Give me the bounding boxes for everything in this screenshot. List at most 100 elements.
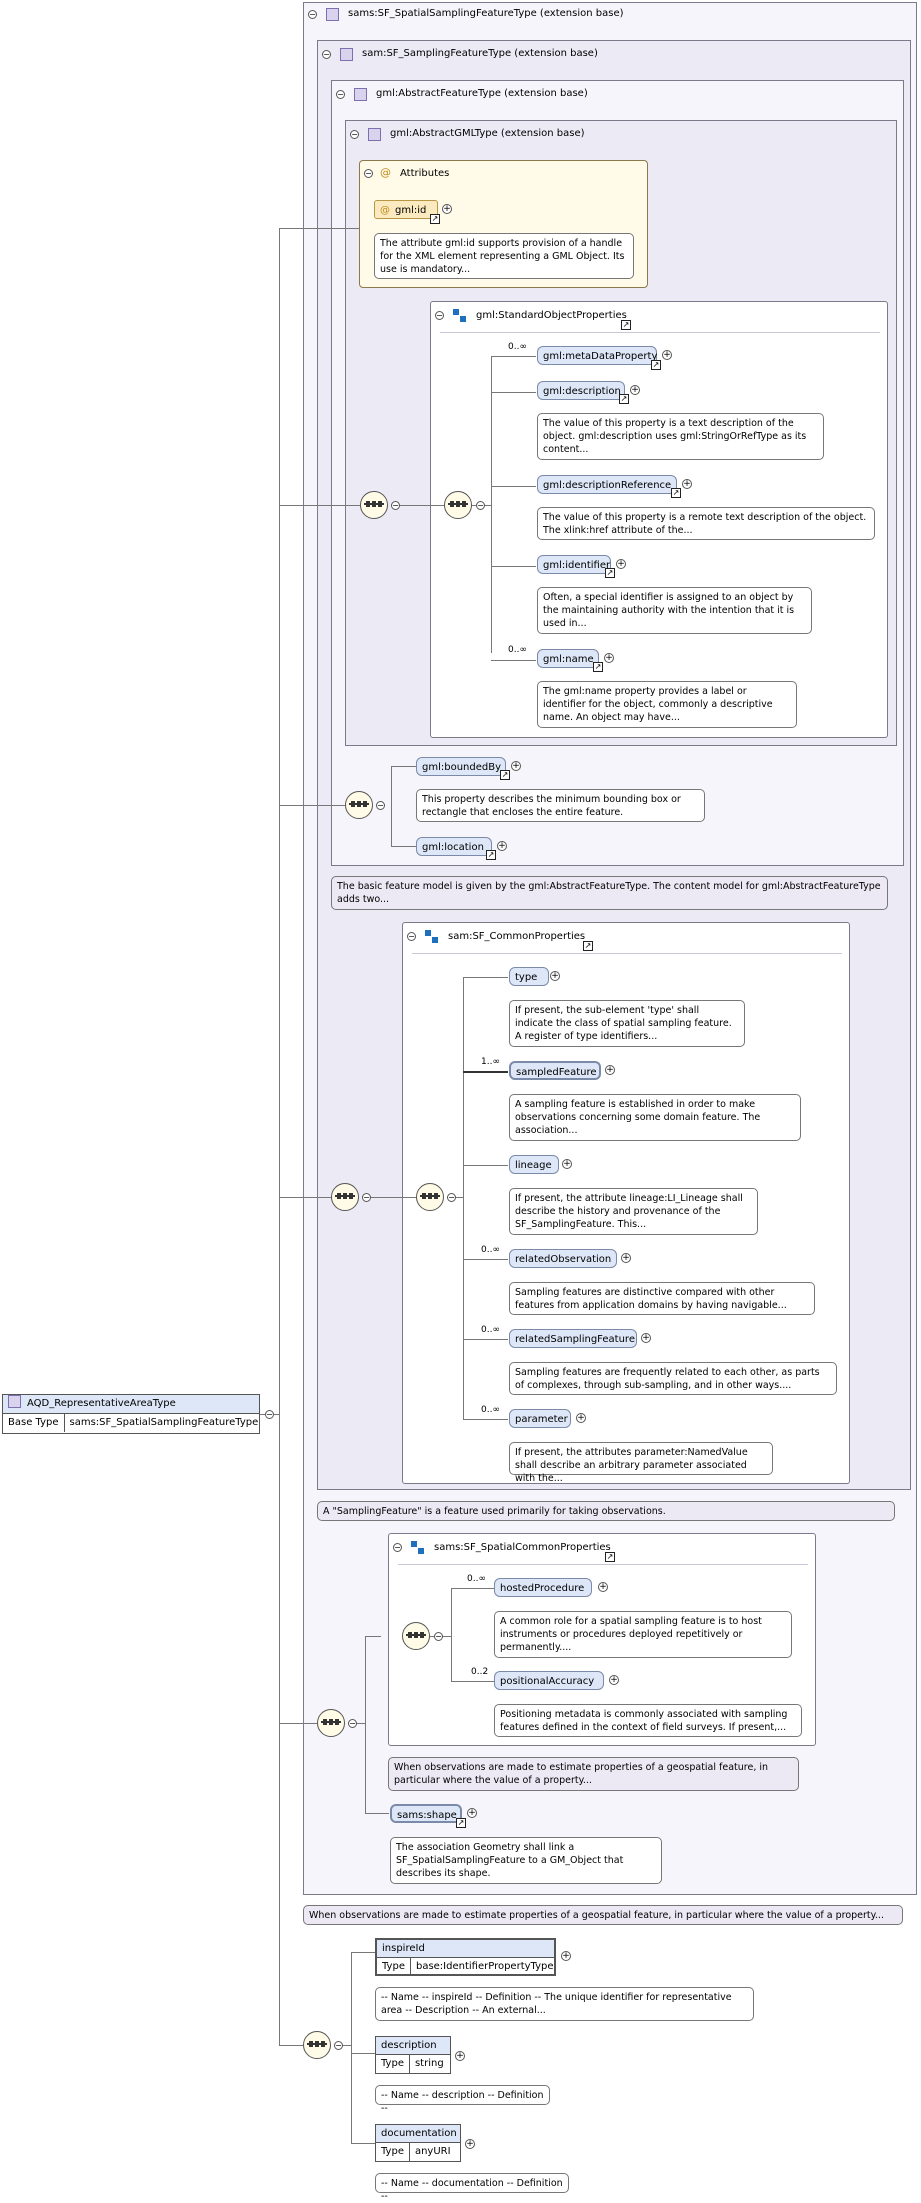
collapse-toggle[interactable]: − — [434, 1632, 443, 1641]
collapse-toggle[interactable]: − — [265, 1410, 274, 1419]
expand-plus-icon[interactable]: + — [616, 559, 626, 569]
expand-plus-icon[interactable]: + — [605, 1065, 615, 1075]
attribute-icon: @ — [380, 166, 391, 179]
main-spine — [279, 228, 280, 2046]
element-lineage[interactable]: lineage — [509, 1155, 559, 1174]
sequence-compositor-icon[interactable] — [303, 2031, 331, 2059]
group-icon — [453, 309, 467, 323]
abstract-gml-box-title: gml:AbstractGMLType (extension base) — [390, 128, 585, 139]
link-arrow-icon[interactable]: ↗ — [593, 662, 603, 672]
sequence-compositor-icon[interactable] — [444, 491, 472, 519]
expand-plus-icon[interactable]: + — [497, 841, 507, 851]
link-arrow-icon[interactable]: ↗ — [605, 1552, 615, 1562]
expand-plus-icon[interactable]: + — [550, 971, 560, 981]
collapse-toggle[interactable]: − — [447, 1193, 456, 1202]
connector — [451, 1588, 494, 1589]
connector — [491, 566, 536, 567]
occurrence-label: 0..∞ — [481, 1325, 500, 1335]
sampling-feature-doc: A "SamplingFeature" is a feature used pr… — [317, 1501, 895, 1521]
collapse-toggle[interactable]: − — [364, 169, 373, 178]
element-gml-identifier[interactable]: gml:identifier — [537, 555, 611, 574]
connector — [463, 1071, 508, 1073]
expand-plus-icon[interactable]: + — [455, 2051, 465, 2061]
expand-plus-icon[interactable]: + — [641, 1333, 651, 1343]
collapse-toggle[interactable]: − — [308, 10, 317, 19]
link-arrow-icon[interactable]: ↗ — [456, 1818, 466, 1828]
element-positionalaccuracy[interactable]: positionalAccuracy — [494, 1671, 604, 1690]
collapse-toggle[interactable]: − — [435, 311, 444, 320]
expand-plus-icon[interactable]: + — [562, 1159, 572, 1169]
element-hostedprocedure[interactable]: hostedProcedure — [494, 1578, 592, 1597]
connector — [274, 1414, 280, 1415]
collapse-toggle[interactable]: − — [334, 2041, 343, 2050]
expand-plus-icon[interactable]: + — [467, 1808, 477, 1818]
expand-plus-icon[interactable]: + — [604, 653, 614, 663]
spatial-box-title: sams:SF_SpatialSamplingFeatureType (exte… — [348, 8, 624, 19]
expand-plus-icon[interactable]: + — [576, 1413, 586, 1423]
link-arrow-icon[interactable]: ↗ — [651, 360, 661, 370]
collapse-toggle[interactable]: − — [376, 801, 385, 810]
expand-plus-icon[interactable]: + — [630, 385, 640, 395]
sequence-compositor-icon[interactable] — [360, 491, 388, 519]
sequence-compositor-icon[interactable] — [345, 791, 373, 819]
gml-id-attribute[interactable]: @gml:id — [374, 200, 438, 219]
expand-plus-icon[interactable]: + — [598, 1582, 608, 1592]
collapse-toggle[interactable]: − — [348, 1719, 357, 1728]
description-name: description — [376, 2037, 450, 2055]
expand-plus-icon[interactable]: + — [561, 1951, 571, 1961]
connector — [365, 1636, 381, 1637]
element-parameter[interactable]: parameter — [509, 1409, 571, 1428]
expand-plus-icon[interactable]: + — [662, 350, 672, 360]
link-arrow-icon[interactable]: ↗ — [430, 214, 440, 224]
element-relatedobservation[interactable]: relatedObservation — [509, 1249, 617, 1268]
collapse-toggle[interactable]: − — [336, 90, 345, 99]
collapse-toggle[interactable]: − — [391, 501, 400, 510]
link-arrow-icon[interactable]: ↗ — [583, 941, 593, 951]
element-gml-location[interactable]: gml:location — [416, 837, 492, 856]
occurrence-label: 0..∞ — [481, 1405, 500, 1415]
link-arrow-icon[interactable]: ↗ — [500, 770, 510, 780]
expand-plus-icon[interactable]: + — [609, 1675, 619, 1685]
sequence-compositor-icon[interactable] — [402, 1622, 430, 1650]
link-arrow-icon[interactable]: ↗ — [605, 568, 615, 578]
element-gml-boundedby[interactable]: gml:boundedBy — [416, 757, 506, 776]
sequence-connector — [491, 356, 492, 653]
element-sampledfeature[interactable]: sampledFeature — [509, 1061, 601, 1080]
expand-plus-icon[interactable]: + — [442, 204, 452, 214]
sequence-compositor-icon[interactable] — [331, 1183, 359, 1211]
element-gml-descriptionreference[interactable]: gml:descriptionReference — [537, 475, 677, 494]
collapse-toggle[interactable]: − — [322, 50, 331, 59]
collapse-toggle[interactable]: − — [393, 1543, 402, 1552]
expand-plus-icon[interactable]: + — [465, 2139, 475, 2149]
link-arrow-icon[interactable]: ↗ — [619, 394, 629, 404]
element-gml-name[interactable]: gml:name — [537, 649, 599, 668]
base-type-value: sams:SF_SpatialSamplingFeatureType — [63, 1414, 264, 1432]
connector — [351, 2053, 375, 2054]
connector — [463, 1259, 508, 1260]
occurrence-label: 0..∞ — [508, 342, 527, 352]
expand-plus-icon[interactable]: + — [682, 479, 692, 489]
expand-plus-icon[interactable]: + — [511, 761, 521, 771]
group-icon — [425, 930, 439, 944]
connector — [463, 1419, 508, 1420]
element-sams-shape[interactable]: sams:shape — [390, 1804, 462, 1823]
element-gml-metadataproperty[interactable]: gml:metaDataProperty — [537, 346, 657, 365]
sequence-compositor-icon[interactable] — [416, 1183, 444, 1211]
collapse-toggle[interactable]: − — [476, 501, 485, 510]
link-arrow-icon[interactable]: ↗ — [671, 488, 681, 498]
documentation-doc: -- Name -- documentation -- Definition -… — [375, 2173, 569, 2202]
link-arrow-icon[interactable]: ↗ — [621, 320, 631, 330]
collapse-toggle[interactable]: − — [362, 1193, 371, 1202]
element-gml-description[interactable]: gml:description — [537, 381, 625, 400]
element-relatedsamplingfeature[interactable]: relatedSamplingFeature — [509, 1329, 637, 1348]
collapse-toggle[interactable]: − — [407, 932, 416, 941]
expand-plus-icon[interactable]: + — [621, 1253, 631, 1263]
collapse-toggle[interactable]: − — [350, 130, 359, 139]
sequence-compositor-icon[interactable] — [317, 1709, 345, 1737]
element-type[interactable]: type — [509, 967, 549, 986]
link-arrow-icon[interactable]: ↗ — [486, 850, 496, 860]
